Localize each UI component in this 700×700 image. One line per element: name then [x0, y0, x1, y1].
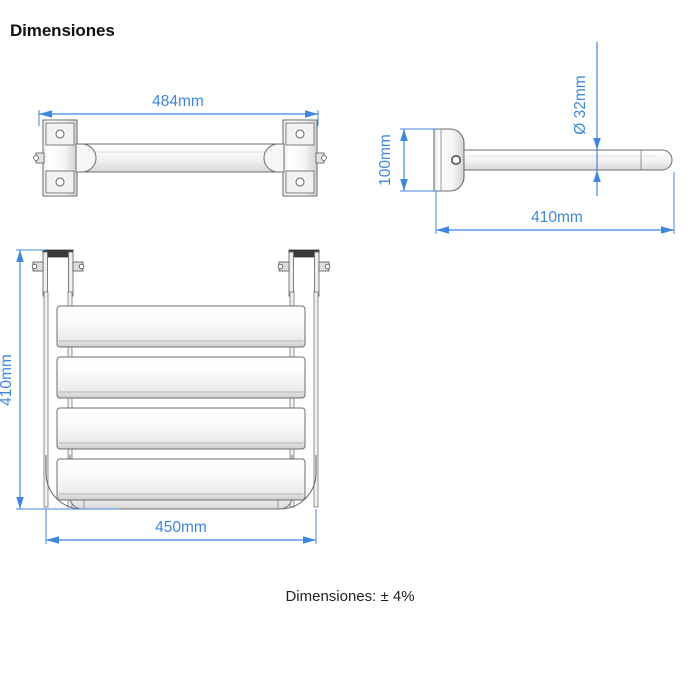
seat-slat	[56, 458, 306, 501]
right-wall-bracket	[263, 119, 327, 197]
dimension-450-label: 450mm	[155, 519, 207, 536]
dimension-100: 100mm	[377, 128, 436, 192]
page-title: Dimensiones	[10, 21, 115, 40]
wall-plate	[433, 128, 465, 192]
left-wall-bracket	[33, 119, 97, 197]
side-view-tube	[463, 149, 673, 171]
seat-slat	[56, 356, 306, 399]
dimension-410-front-label: 410mm	[0, 354, 15, 406]
left-hinge-assembly	[31, 249, 85, 508]
seat-slats	[56, 305, 306, 501]
dimension-450: 450mm	[45, 509, 317, 544]
seat-slat	[56, 305, 306, 348]
right-hinge-assembly	[277, 249, 331, 508]
dimension-diameter-32-label: Ø 32mm	[572, 75, 589, 134]
top-view-drawing: 484mm	[33, 93, 327, 197]
dimension-diameter-32: Ø 32mm	[572, 42, 601, 196]
side-view-drawing: 100mm Ø 32mm 410mm	[377, 42, 675, 234]
dimension-100-label: 100mm	[377, 134, 394, 186]
dimension-484: 484mm	[38, 93, 319, 126]
tolerance-note: Dimensiones: ± 4%	[285, 588, 415, 605]
dimension-410-front: 410mm	[0, 249, 120, 510]
dimension-410-side-label: 410mm	[531, 209, 583, 226]
dimension-484-label: 484mm	[152, 93, 204, 110]
dimension-410-side: 410mm	[435, 172, 675, 234]
seat-slat	[56, 407, 306, 450]
front-view-drawing: 410mm 450mm	[0, 249, 331, 544]
